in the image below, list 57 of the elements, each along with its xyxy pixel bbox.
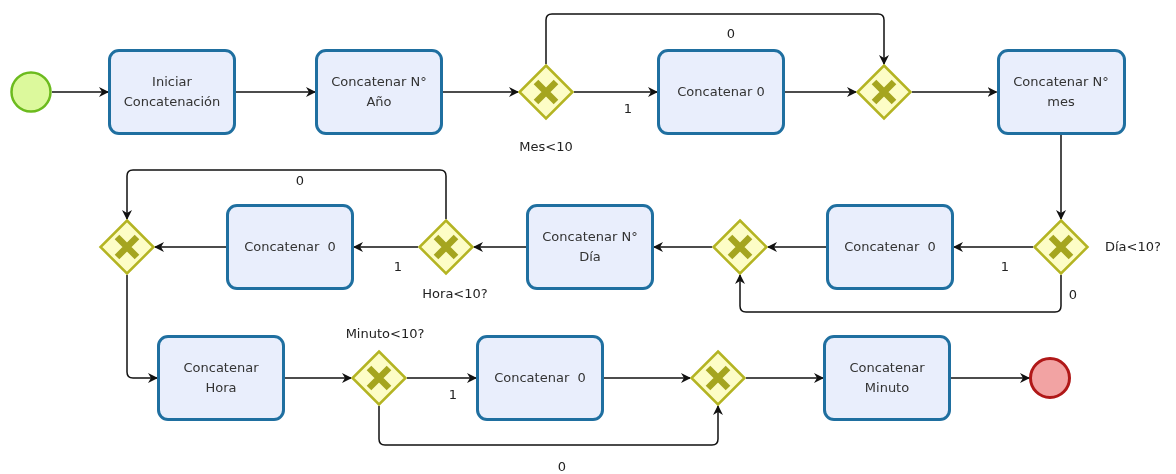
exclusive-gateway-diamond — [856, 64, 912, 120]
start-event-circle — [10, 71, 52, 113]
sequence-flow-arrow — [735, 274, 1062, 313]
sequence-flow-arrow — [122, 169, 447, 220]
task-label: Concatenar N° Año — [330, 73, 428, 111]
sequence-flow-arrow — [442, 87, 519, 97]
sequence-flow-arrow — [653, 242, 713, 252]
exclusive-gateway-diamond — [712, 219, 768, 275]
task-label: Concatenar 0 — [493, 369, 587, 387]
sequence-flow-arrow — [353, 242, 419, 252]
exclusive-gateway-diamond — [351, 350, 407, 406]
condition-label: Minuto<10? — [345, 325, 425, 341]
sequence-flow-arrow — [953, 242, 1034, 252]
task-box — [315, 49, 443, 135]
task-box — [108, 49, 236, 135]
sequence-flow-arrow — [1056, 134, 1066, 220]
exclusive-gateway-diamond — [690, 350, 746, 406]
task-label: Concatenar Hora — [182, 359, 260, 397]
task-label: Concatenar N° Día — [541, 228, 639, 266]
exclusive-gateway-diamond — [1033, 219, 1089, 275]
task-box — [823, 335, 951, 421]
sequence-flow-arrow — [784, 87, 857, 97]
exclusive-gateway-diamond — [99, 219, 155, 275]
task-box — [657, 49, 785, 135]
exclusive-gateway-diamond — [418, 219, 474, 275]
task-box — [826, 204, 954, 290]
task-label: Concatenar 0 — [676, 83, 766, 101]
task-box — [526, 204, 654, 290]
sequence-flow-arrow — [603, 373, 691, 383]
task-label: Concatenar 0 — [243, 238, 337, 256]
task-box — [996, 49, 1126, 135]
task-label: Iniciar Concatenación — [122, 73, 222, 111]
sequence-flow-arrow — [767, 242, 827, 252]
task-box — [157, 335, 285, 421]
sequence-flow-arrow — [911, 87, 998, 97]
sequence-flow-arrow — [406, 373, 477, 383]
sequence-flow-arrow — [51, 87, 109, 97]
sequence-flow-arrow — [235, 87, 316, 97]
condition-label: Día<10? — [1105, 238, 1161, 254]
sequence-flow-arrow — [378, 405, 723, 446]
sequence-flow-arrow — [126, 274, 158, 383]
exclusive-gateway-diamond — [518, 64, 574, 120]
sequence-flow-arrow — [545, 13, 889, 65]
task-box — [476, 335, 604, 421]
task-box — [226, 204, 354, 290]
task-label: Concatenar 0 — [843, 238, 937, 256]
condition-label: Hora<10? — [422, 285, 488, 301]
sequence-flow-arrow — [154, 242, 227, 252]
end-event-circle — [1029, 357, 1071, 399]
sequence-flow-arrow — [473, 242, 527, 252]
sequence-flow-arrow — [745, 373, 824, 383]
sequence-flow-arrow — [573, 87, 658, 97]
task-label: Concatenar N° mes — [1012, 73, 1110, 111]
condition-label: Mes<10 — [519, 138, 573, 154]
sequence-flow-arrow — [950, 373, 1030, 383]
sequence-flow-arrow — [284, 373, 352, 383]
task-label: Concatenar Minuto — [848, 359, 926, 397]
